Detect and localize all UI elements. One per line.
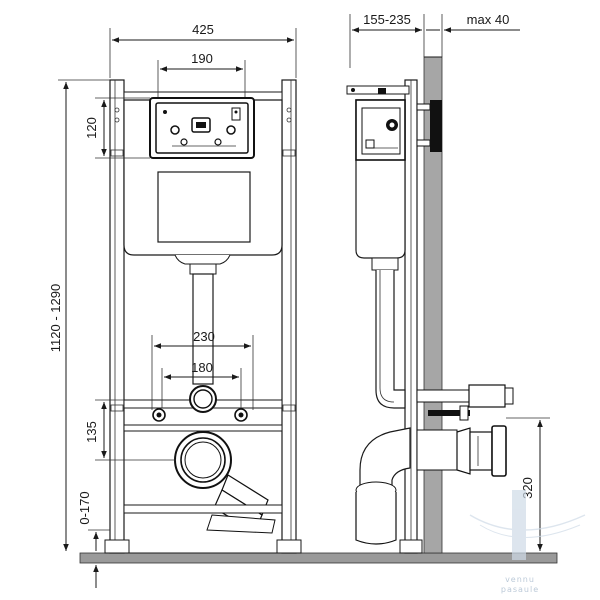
label-depth-range: 155-235	[363, 12, 411, 27]
front-view	[104, 79, 302, 554]
frame-right-post	[281, 79, 297, 554]
flush-outlet	[189, 385, 217, 413]
label-drain-height: 135	[84, 421, 99, 443]
label-foot-adjust: 0-170	[77, 491, 92, 524]
label-pipe-spacing-outer: 230	[193, 329, 215, 344]
flush-pipe	[192, 273, 214, 385]
side-view	[346, 79, 514, 554]
watermark-line2: pasaule	[501, 585, 539, 594]
drain-outlet	[174, 431, 232, 489]
dim-foot-adjust: 0-170	[77, 491, 110, 588]
dim-panel-width: 190	[157, 51, 246, 97]
label-max-wall: max 40	[467, 12, 510, 27]
mounting-stud-right	[234, 408, 248, 422]
wall-anchor	[430, 100, 442, 152]
label-pipe-spacing-inner: 180	[191, 360, 213, 375]
dim-frame-width: 425	[109, 22, 297, 78]
dim-total-height: 1120 - 1290	[48, 79, 110, 551]
cistern-body	[157, 171, 251, 243]
watermark-line1: vennu	[505, 575, 535, 584]
dim-pipe-spacing-outer: 230	[151, 329, 254, 410]
label-panel-width: 190	[191, 51, 213, 66]
label-total-height: 1120 - 1290	[48, 284, 63, 352]
side-flush-pipe	[375, 270, 406, 409]
wall	[423, 56, 443, 554]
flush-mechanism-icon	[163, 107, 241, 147]
label-frame-width: 425	[192, 22, 214, 37]
label-panel-height: 120	[84, 117, 99, 139]
watermark-logo: vennu pasaule	[469, 490, 586, 594]
dim-pipe-spacing-inner: 180	[161, 360, 242, 408]
dim-drain-height: 135	[84, 399, 176, 461]
dim-depth-range: 155-235	[349, 12, 425, 68]
mounting-stud-left	[152, 408, 166, 422]
floor	[79, 552, 558, 564]
frame-left-post	[109, 79, 125, 554]
dim-max-wall: max 40	[426, 12, 520, 57]
dim-panel-height: 120	[84, 97, 150, 159]
